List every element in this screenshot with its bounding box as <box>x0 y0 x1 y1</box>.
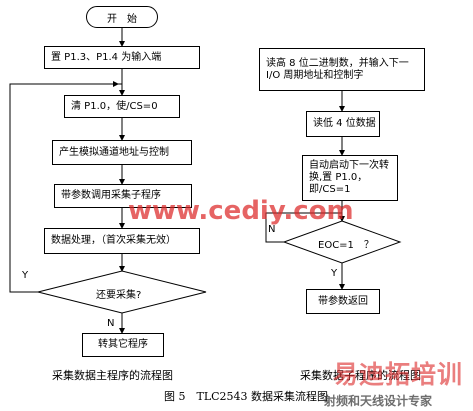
read4-label: 读低 4 位数据 <box>313 118 376 129</box>
gen-addr-label: 产生模拟通道地址与控制 <box>59 146 169 158</box>
sub-yes-label: Y <box>331 268 338 279</box>
call-sub-label: 带参数调用采集子程序 <box>61 190 161 201</box>
other-program-box: 转其它程序 <box>82 333 164 357</box>
gen-addr-box: 产生模拟通道地址与控制 <box>52 140 192 165</box>
main-decision-label: 还要采集? <box>96 290 142 301</box>
sub-decision-shape <box>282 220 402 264</box>
process-label: 数据处理，（首次采集无效） <box>51 235 176 246</box>
main-no-label: N <box>107 318 115 329</box>
read8-box: 读高 8 位二进制数，并输入下一 I/O 周期地址和控制字 <box>259 48 425 91</box>
brand-watermark: 易迪拓培训 <box>333 360 464 389</box>
figure-caption: 图 5 TLC2543 数据采集流程图 <box>164 390 329 403</box>
other-program-label: 转其它程序 <box>98 339 148 350</box>
auto-start-box: 自动启动下一次转换,置 P1.0，即/CS=1 <box>302 155 398 201</box>
start-terminal: 开 始 <box>86 6 158 28</box>
process-box: 数据处理，（首次采集无效） <box>44 228 200 254</box>
return-label: 带参数返回 <box>318 295 368 307</box>
slogan-watermark: 射频和天线设计专家 <box>324 394 433 408</box>
site-watermark: www.cediy.com <box>128 196 354 226</box>
set-input-label: 置 P1.3、P1.4 为输入端 <box>51 51 162 63</box>
sub-caption: 采集数据子程序的流程图 <box>300 369 421 382</box>
main-caption: 采集数据主程序的流程图 <box>52 369 173 382</box>
main-yes-label: Y <box>22 270 29 281</box>
set-input-box: 置 P1.3、P1.4 为输入端 <box>44 46 200 69</box>
read4-box: 读低 4 位数据 <box>306 111 380 137</box>
clear-cs-label: 清 P1.0，使/CS=0 <box>71 100 158 112</box>
sub-decision-label: EOC=1 ？ <box>318 240 374 251</box>
sub-no-label: N <box>268 224 276 235</box>
sub-loop-line <box>265 212 342 243</box>
read8-label: 读高 8 位二进制数，并输入下一 I/O 周期地址和控制字 <box>266 57 409 81</box>
main-decision-shape <box>37 270 207 314</box>
start-label: 开 始 <box>107 13 137 25</box>
clear-cs-box: 清 P1.0，使/CS=0 <box>64 95 180 118</box>
return-box: 带参数返回 <box>306 289 380 314</box>
call-sub-box: 带参数调用采集子程序 <box>54 184 192 208</box>
auto-start-label: 自动启动下一次转换,置 P1.0，即/CS=1 <box>309 160 389 195</box>
